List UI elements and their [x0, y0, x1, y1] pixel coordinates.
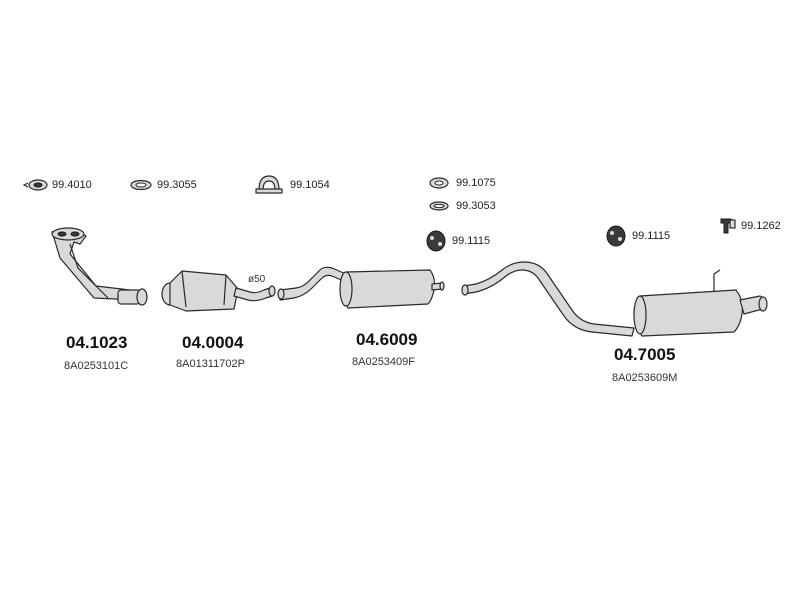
accessory-label-6: 99.1115	[452, 235, 491, 247]
front-pipe-drawing	[51, 227, 148, 306]
gasket-ring-icon	[130, 179, 152, 191]
bracket-icon	[720, 218, 736, 234]
accessory-label-1: 99.4010	[52, 179, 92, 191]
part-number-middle-silencer: 04.6009	[356, 330, 418, 349]
rear-silencer-drawing	[461, 261, 768, 337]
catalytic-converter-drawing	[161, 270, 276, 312]
accessory-label-4: 99.1075	[456, 177, 496, 189]
gasket-flat-icon	[429, 201, 449, 211]
accessory-label-8: 99.1262	[741, 220, 781, 232]
accessory-label-7: 99.1115	[632, 230, 671, 242]
part-number-front-pipe: 04.1023	[66, 333, 128, 352]
clamp-ring-icon	[22, 179, 48, 191]
gasket-oval-icon	[429, 177, 449, 189]
oe-number-middle-silencer: 8A0253409F	[352, 356, 415, 368]
rubber-mount-icon	[606, 225, 626, 247]
accessory-label-3: 99.1054	[290, 179, 330, 191]
u-clamp-icon	[255, 175, 283, 194]
oe-number-front-pipe: 8A0253101C	[64, 360, 129, 372]
part-number-rear-silencer: 04.7005	[614, 345, 676, 364]
middle-silencer-drawing	[277, 266, 445, 309]
accessory-label-5: 99.3053	[456, 200, 496, 212]
pipe-diameter-label: ø50	[248, 274, 266, 285]
part-number-catalytic-converter: 04.0004	[182, 333, 244, 352]
oe-number-catalytic-converter: 8A01311702P	[176, 358, 245, 370]
accessory-label-2: 99.3055	[157, 179, 197, 191]
oe-number-rear-silencer: 8A0253609M	[612, 372, 678, 384]
rubber-mount-icon	[426, 230, 446, 252]
